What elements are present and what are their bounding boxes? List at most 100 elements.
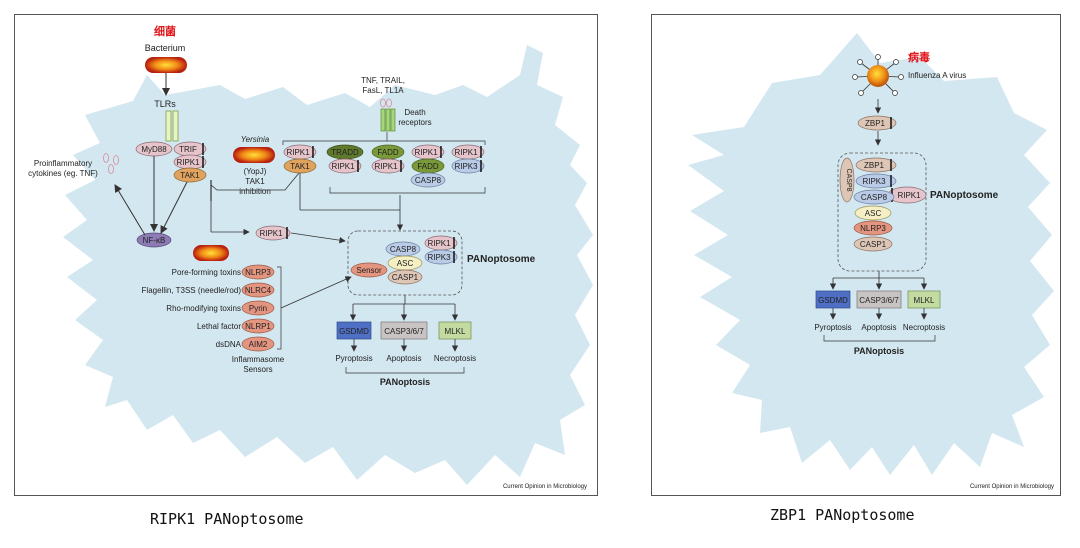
pano-sensor-label: Sensor	[356, 266, 382, 275]
death-receptor-icon	[380, 108, 386, 132]
zbp1-panoptosome-panel: 病毒 Influenza A virus ZBP1 PANoptosome CA…	[651, 14, 1061, 496]
sensor-trigger-1: Pore-forming toxins	[172, 268, 241, 277]
vertical-casp8-node	[839, 157, 855, 203]
outcome-pyroptosis: Pyroptosis	[335, 354, 372, 363]
pano-ripk3-label: RIPK3	[427, 253, 451, 262]
trif-label: TRIF	[179, 145, 197, 154]
bacterium-chinese-label: 细菌	[154, 24, 176, 38]
pano-sensor-node	[350, 262, 388, 278]
virus-label: Influenza A virus	[908, 71, 966, 80]
zbp1-diagram: 病毒 Influenza A virus ZBP1 PANoptosome CA…	[688, 33, 1054, 490]
complex-fadd-label-2: FADD	[417, 162, 439, 171]
complex-ripk1-label-5: RIPK1	[454, 148, 478, 157]
complex-tradd-label: TRADD	[331, 148, 359, 157]
complex-casp8-node	[410, 172, 446, 188]
panoptosome-box	[837, 152, 927, 272]
panoptosome-label: PANoptosome	[467, 254, 536, 265]
sensor-nlrc4-node	[241, 282, 275, 298]
complex-ripk1-node-3	[371, 158, 405, 174]
bacterium-icon-inflammasome	[193, 245, 229, 261]
effector-gsdmd-label: GSDMD	[339, 327, 369, 336]
sensor-name-1: NLRP3	[245, 268, 271, 277]
panoptosis-label: PANoptosis	[854, 346, 904, 356]
pano-casp1-node	[387, 269, 423, 285]
death-receptors-label-1: Death	[404, 108, 425, 117]
effector-gsdmd-label: GSDMD	[818, 296, 848, 305]
yopj-label: (YopJ)	[244, 167, 267, 176]
complex-casp8-label: CASP8	[415, 176, 442, 185]
complex-ripk1-node-2	[328, 158, 362, 174]
yersinia-icon	[233, 147, 275, 163]
yopj-inhibition-label: inhibition	[239, 187, 271, 196]
outcome-necroptosis: Necroptosis	[903, 323, 945, 332]
credit-text: Current Opinion in Microbiology	[503, 484, 587, 490]
sensor-name-4: NLRP1	[245, 322, 271, 331]
effector-mlkl-label: MLKL	[914, 296, 935, 305]
pano-asc-label: ASC	[865, 209, 882, 218]
ripk1-label-tlr: RIPK1	[176, 158, 200, 167]
ripk1-panoptosome-panel: 细菌 Bacterium TLRs MyD88 TRIF RIPK1 TAK1 …	[14, 14, 598, 496]
inflammasome-label-1: Inflammasome	[232, 355, 285, 364]
pano-zbp1-node	[855, 157, 897, 173]
pano-zbp1-label: ZBP1	[864, 161, 885, 170]
outcome-apoptosis: Apoptosis	[386, 354, 421, 363]
bacterium-icon	[145, 57, 187, 73]
death-receptors-label-2: receptors	[398, 118, 431, 127]
pano-ripk1-label: RIPK1	[427, 239, 451, 248]
panoptosome-label: PANoptosome	[930, 190, 999, 201]
pano-ripk3-label: RIPK3	[862, 177, 886, 186]
sensor-pyrin-node	[241, 300, 275, 316]
credit-text: Current Opinion in Microbiology	[970, 484, 1054, 490]
sensor-trigger-2: Flagellin, T3SS (needle/rod)	[142, 286, 242, 295]
pano-casp1-node	[853, 236, 893, 252]
cell-body	[688, 33, 1054, 475]
sensor-nlrp1-node	[241, 318, 275, 334]
pano-casp8-label: CASP8	[390, 245, 417, 254]
tnf-ligands-label-2: FasL, TL1A	[362, 86, 404, 95]
complex-tak1-label: TAK1	[290, 162, 310, 171]
virus-chinese-label: 病毒	[908, 50, 930, 64]
ripk1-node-standalone	[255, 225, 291, 241]
cell-body	[63, 45, 593, 485]
pano-casp8-label: CASP8	[861, 193, 888, 202]
tnf-ligand-icon	[380, 98, 386, 108]
vertical-casp8-label: CASP8	[845, 169, 852, 192]
outcome-necroptosis: Necroptosis	[434, 354, 476, 363]
tak1-node-tlr	[173, 167, 207, 183]
tnf-ligands-label-1: TNF, TRAIL,	[361, 76, 405, 85]
effector-casp3-label: CASP3/6/7	[384, 327, 424, 336]
complex-ripk3-label: RIPK3	[454, 162, 478, 171]
cytokines-label-1: Proinflammatory	[34, 159, 92, 168]
tlr-receptor-icon	[165, 110, 172, 142]
pano-asc-node	[854, 205, 892, 221]
tlrs-label: TLRs	[154, 99, 176, 109]
nfkb-label: NF-κB	[143, 236, 166, 245]
sensor-trigger-4: Lethal factor	[197, 322, 241, 331]
tak1-label-tlr: TAK1	[180, 171, 200, 180]
effector-mlkl-label: MLKL	[445, 327, 466, 336]
zbp1-node	[857, 115, 897, 131]
zbp1-label: ZBP1	[865, 119, 886, 128]
sensor-trigger-3: Rho-modifying toxins	[166, 304, 241, 313]
right-caption: ZBP1 PANoptosome	[770, 506, 915, 524]
sensor-nlrp3-node	[241, 264, 275, 280]
influenza-virus-icon	[852, 54, 904, 96]
pano-casp1-label: CASP1	[392, 273, 419, 282]
ripk1-diagram: 细菌 Bacterium TLRs MyD88 TRIF RIPK1 TAK1 …	[28, 24, 593, 490]
pano-ripk3-node	[424, 249, 458, 265]
sensor-name-2: NLRC4	[245, 286, 272, 295]
pano-nlrp3-node	[853, 220, 893, 236]
panoptosis-label: PANoptosis	[380, 377, 430, 387]
myd88-label: MyD88	[141, 145, 167, 154]
effector-casp3-label: CASP3/6/7	[859, 296, 899, 305]
sensor-name-3: Pyrin	[249, 304, 267, 313]
complex-ripk1-label-3: RIPK1	[374, 162, 398, 171]
pano-ripk3-node	[855, 173, 897, 189]
cytokines-label-2: cytokines (eg. TNF)	[28, 169, 98, 178]
complex-ripk1-label-4: RIPK1	[414, 148, 438, 157]
cytokine-icon	[103, 153, 109, 163]
pano-nlrp3-label: NLRP3	[860, 224, 886, 233]
complex-fadd-label: FADD	[377, 148, 399, 157]
pano-casp8-node	[853, 189, 895, 205]
bacterium-label: Bacterium	[145, 43, 186, 53]
